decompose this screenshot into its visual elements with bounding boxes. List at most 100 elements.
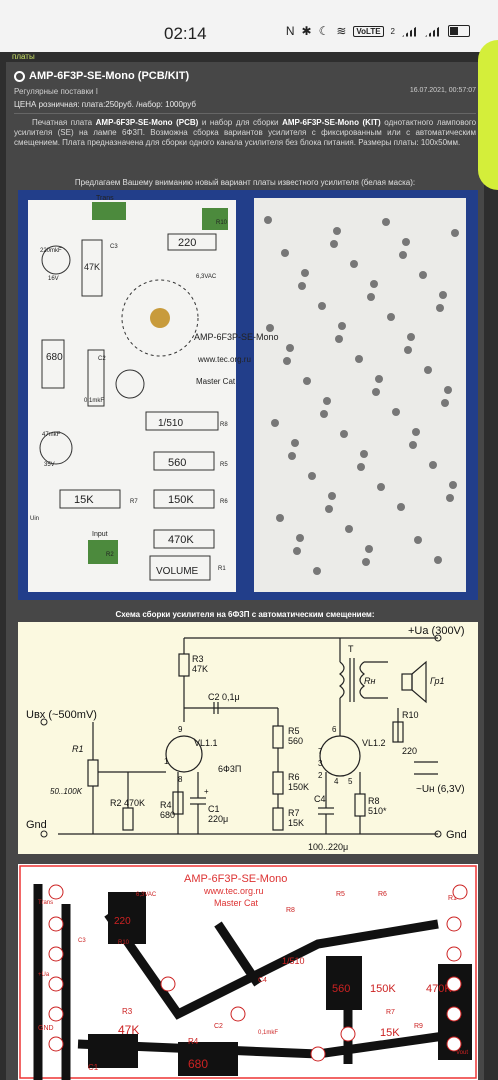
pcb-hole	[446, 976, 462, 992]
label-r6-value: 150K	[288, 782, 309, 792]
photo-label: 220	[178, 237, 196, 249]
post-title-text[interactable]: AMP-6F3P-SE-Mono (PCB/KIT)	[29, 70, 190, 82]
label-un: ~Uн (6,3V)	[416, 784, 465, 795]
pcb-hole	[446, 1036, 462, 1052]
solder-hole	[441, 399, 449, 407]
pin-4: 4	[334, 777, 339, 786]
solder-hole	[370, 280, 378, 288]
pcb-hole	[48, 976, 64, 992]
pcb-label: Trans	[38, 900, 53, 906]
photo-label: 35V	[44, 462, 55, 468]
label-gnd: Gnd	[26, 819, 47, 831]
solder-hole	[375, 375, 383, 383]
breadcrumb[interactable]: платы	[12, 52, 35, 61]
solder-hole	[286, 344, 294, 352]
cap-c4	[115, 369, 145, 399]
photo-label: 470K	[168, 534, 194, 546]
pcb-label: 680	[188, 1057, 208, 1071]
photo-label: Master Cat	[196, 377, 236, 386]
pin-3: 3	[318, 759, 323, 768]
photo-label: 220mkF	[40, 248, 62, 254]
schematic[interactable]: +Ua (300V) Uвх (~500mV) R1 50..100K R3 4…	[18, 622, 478, 854]
pcb-hole	[310, 1046, 326, 1062]
pcb-label: R1	[448, 895, 457, 902]
post-category[interactable]: Регулярные поставки I	[14, 87, 98, 96]
photo-label: C2	[98, 356, 106, 362]
solder-hole	[409, 441, 417, 449]
photo-label: R6	[220, 499, 228, 505]
photo-label: VOLUME	[156, 566, 199, 577]
solder-hole	[325, 505, 333, 513]
desc-text-3: однотактного лампового усилителя (SE) на…	[14, 118, 477, 147]
resistor-1-510	[145, 411, 219, 431]
pcb-hole	[48, 1006, 64, 1022]
photo-holes	[264, 216, 459, 575]
pcb-hole	[230, 1006, 246, 1022]
post-date: 16.07.2021, 00:57:07	[409, 87, 476, 94]
label-r8-value: 510*	[368, 806, 387, 816]
solder-hole	[439, 291, 447, 299]
solder-hole	[404, 346, 412, 354]
solder-hole	[320, 410, 328, 418]
pcb-label: C1	[88, 1063, 99, 1072]
pcb-label: 150K	[370, 983, 396, 995]
label-c2: C2 0,1μ	[208, 692, 240, 702]
volume-pot	[149, 555, 211, 581]
label-r1-value: 50..100K	[50, 787, 83, 796]
clock: 02:14	[164, 24, 207, 43]
pcb-hole	[48, 1036, 64, 1052]
pin-6: 6	[332, 725, 337, 734]
battery-icon	[448, 25, 470, 37]
solder-hole	[424, 366, 432, 374]
resistor-560	[153, 451, 215, 471]
terminal-r10	[202, 208, 228, 230]
pcb-holes	[48, 884, 468, 1062]
label-r10: R10	[402, 710, 419, 720]
photo-label: 560	[168, 457, 186, 469]
post-price: ЦЕНА розничная: плата:250руб. /набор: 10…	[14, 100, 196, 109]
solder-hole	[298, 282, 306, 290]
cap-c2	[87, 349, 105, 407]
pcb-label: 470K	[426, 983, 452, 995]
post-description: Печатная плата AMP-6F3P-SE-Mono (PCB) и …	[14, 118, 476, 148]
label-r7: R7	[288, 808, 300, 818]
pin-2: 2	[318, 771, 323, 780]
solder-hole	[372, 388, 380, 396]
photo-label: www.tec.org.ru	[197, 355, 251, 364]
photo-label: R8	[220, 422, 228, 428]
divider	[14, 113, 476, 114]
solder-hole	[345, 525, 353, 533]
pcb-label: 1/510	[282, 956, 305, 966]
photo-label: R2	[106, 552, 114, 558]
solder-hole	[449, 481, 457, 489]
solder-hole	[402, 238, 410, 246]
solder-hole	[392, 408, 400, 416]
pcb-hole	[446, 946, 462, 962]
pcb-photo-graphic: Trans220R10220mkF16V47KC36,3VAC680AMP-6F…	[28, 195, 466, 592]
pcb-hole	[446, 916, 462, 932]
solder-hole	[446, 494, 454, 502]
label-r5: R5	[288, 726, 300, 736]
photo-label: 150K	[168, 494, 194, 506]
resistor-15k	[59, 489, 121, 509]
photo-label: 47mkF	[42, 432, 61, 438]
solder-hole	[340, 430, 348, 438]
photo-label: R7	[130, 499, 138, 505]
photo-label: 47K	[84, 262, 100, 272]
solder-hole	[365, 545, 373, 553]
photo-label: 1/510	[158, 418, 183, 429]
label-uin: Uвх (~500mV)	[26, 709, 97, 721]
label-c4-value: 100..220μ	[308, 842, 348, 852]
pcb-label: C2	[214, 1023, 223, 1030]
pcb-author: Master Cat	[214, 898, 259, 908]
solder-hole	[296, 534, 304, 542]
pcb-label: 47K	[118, 1023, 139, 1037]
label-r3-value: 47K	[192, 664, 208, 674]
pcb-hole	[48, 916, 64, 932]
solder-hole	[291, 439, 299, 447]
solder-hole	[407, 333, 415, 341]
solder-hole	[308, 472, 316, 480]
page: платы AMP-6F3P-SE-Mono (PCB/KIT) Регуляр…	[0, 52, 498, 1080]
